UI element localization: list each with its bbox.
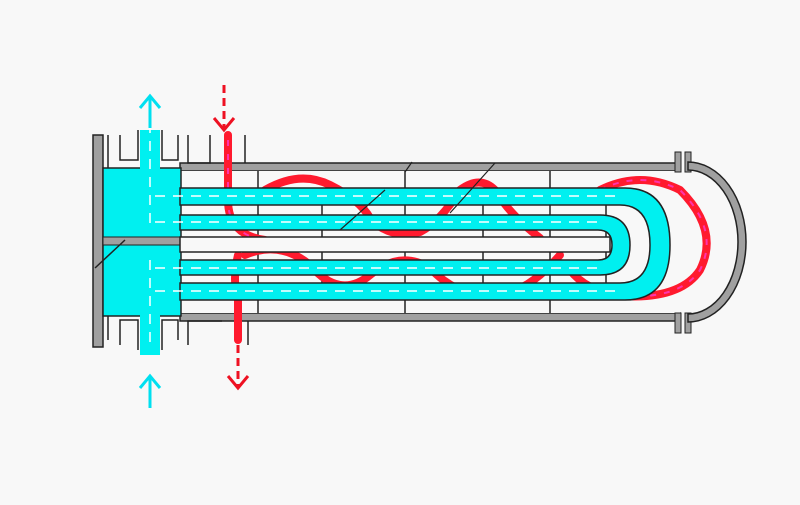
u-tubes [179,187,671,301]
tube-inlet-arrow-icon [138,373,162,408]
shell-cover [687,161,747,323]
shell-outlet-arrow-icon [226,345,250,391]
tube-outlet-arrow-icon [138,93,162,128]
shell-inlet-arrow-icon [212,85,236,133]
channel-head [92,130,249,355]
